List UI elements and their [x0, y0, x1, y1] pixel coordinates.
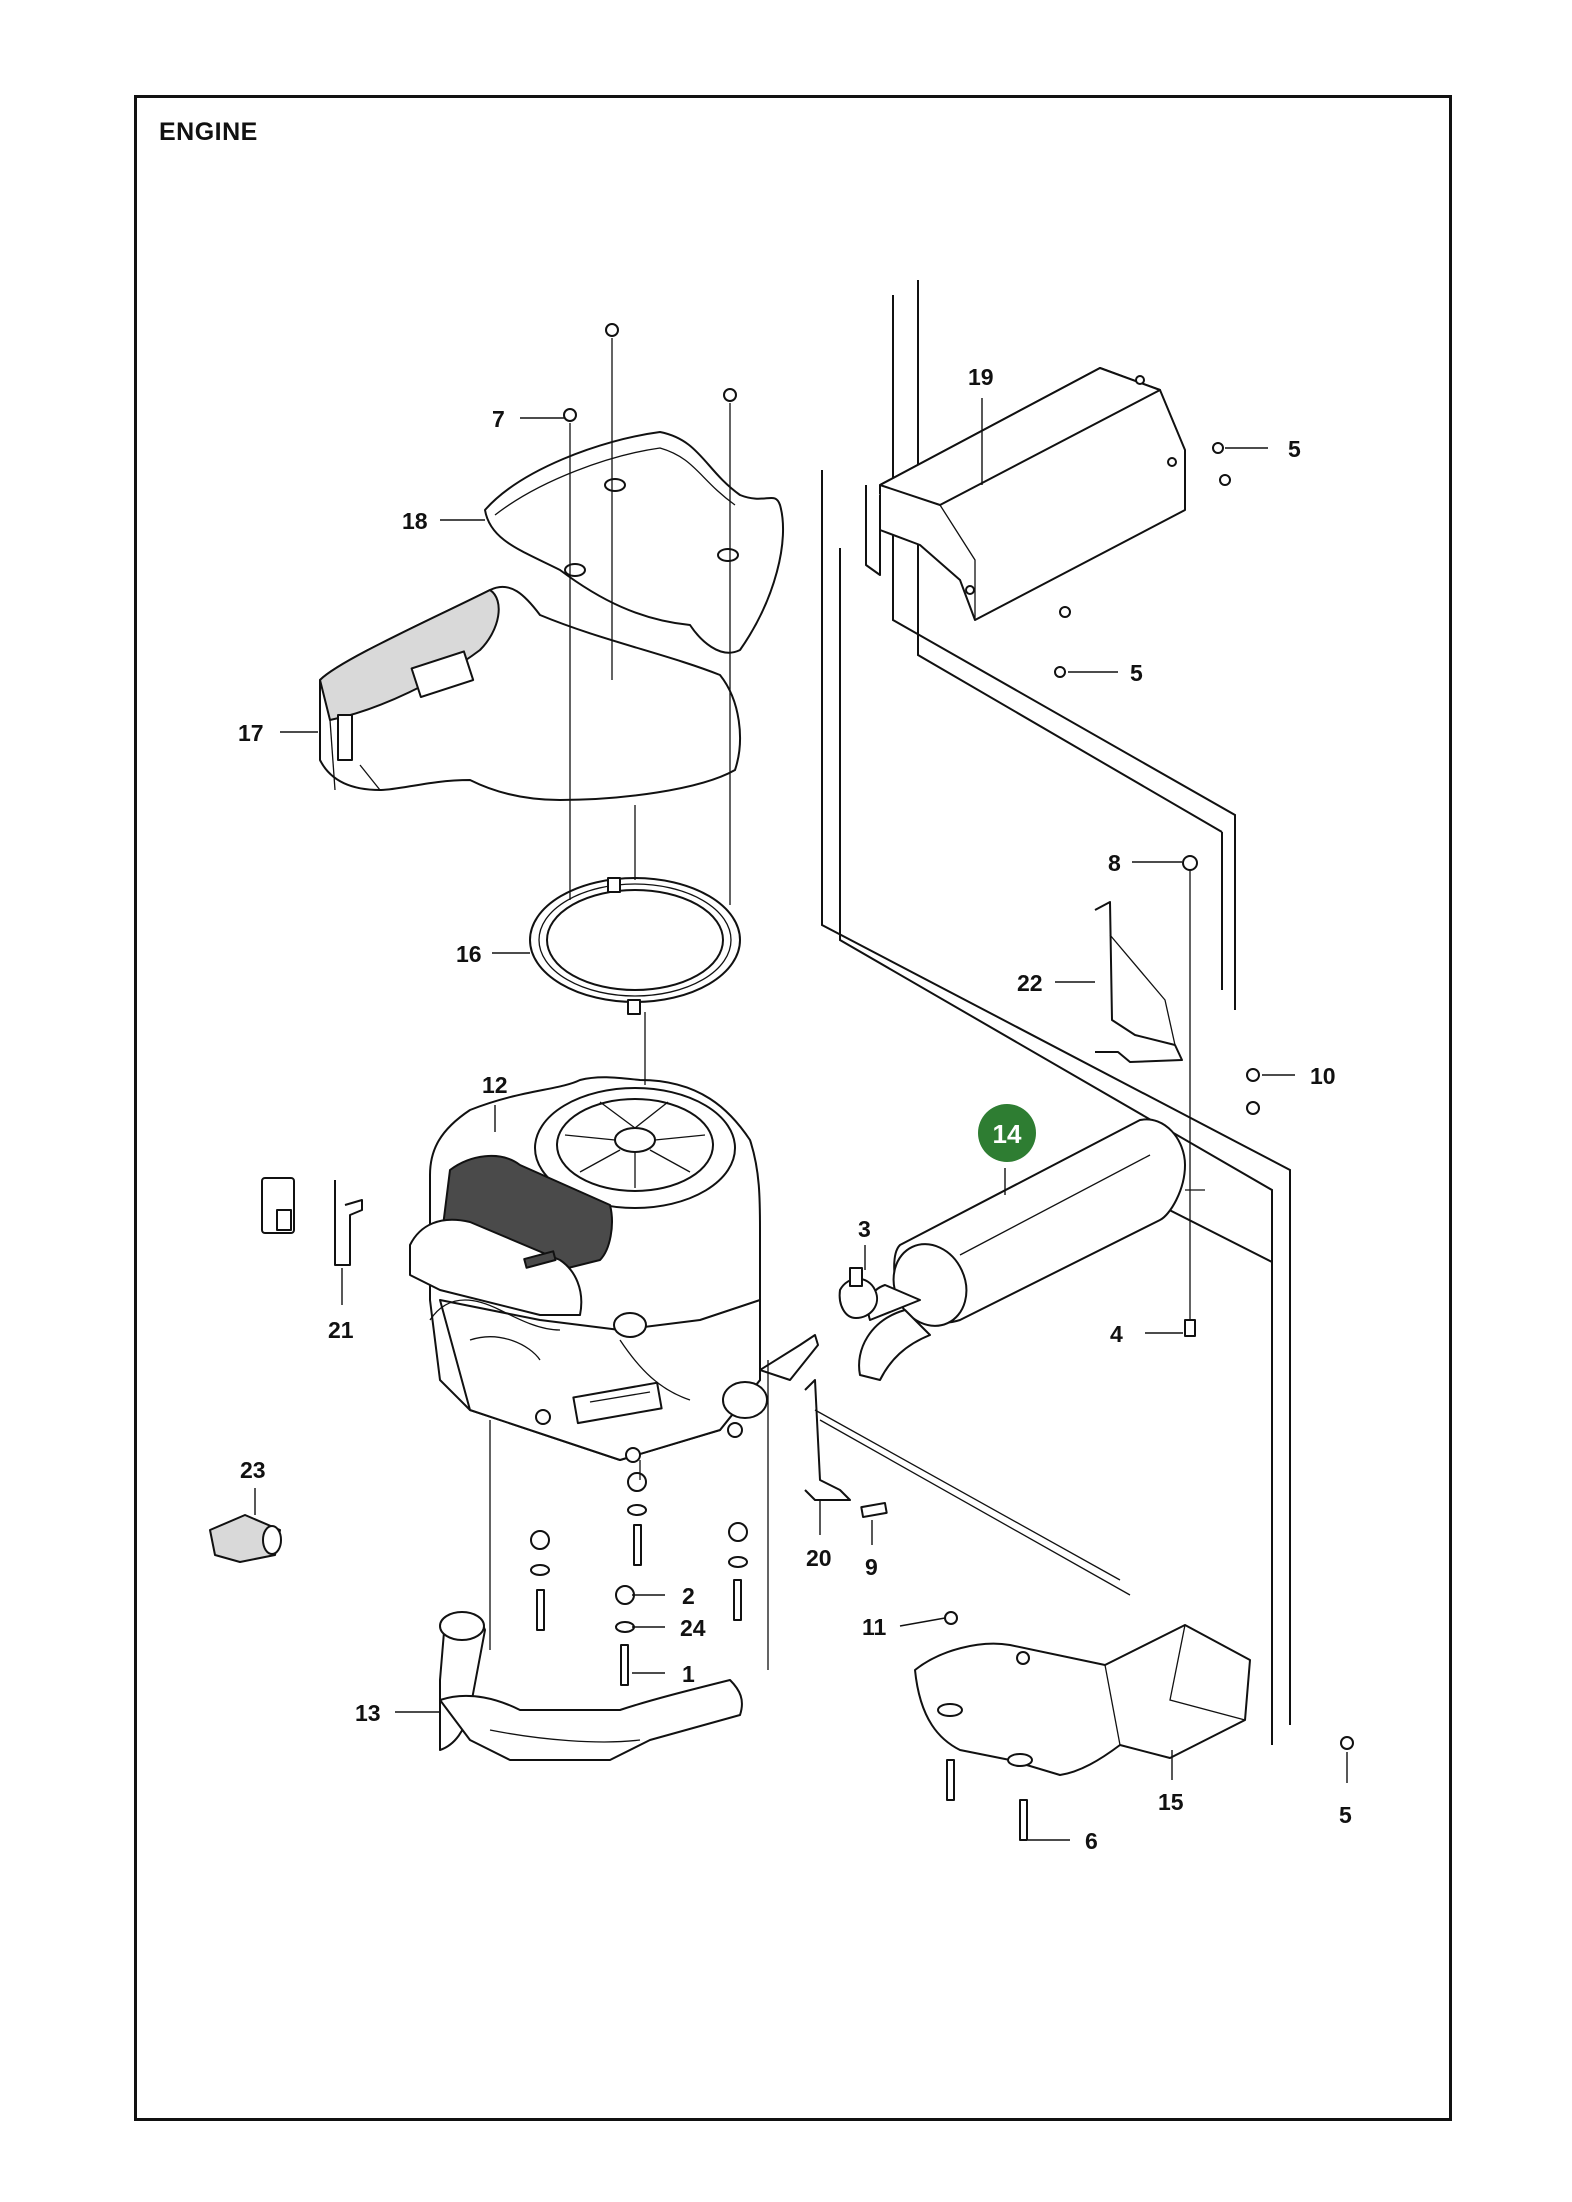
callout-24[interactable]: 24 [680, 1615, 706, 1641]
part-blower-housing [319, 585, 741, 801]
part-blower-cover-plate [484, 431, 784, 654]
diagram-frame: ENGINE [134, 95, 1452, 2121]
part-support-bracket-20 [804, 1379, 1131, 1596]
callout-11[interactable]: 11 [862, 1614, 887, 1640]
callout-18[interactable]: 18 [402, 508, 428, 534]
callout-8[interactable]: 8 [1108, 850, 1121, 876]
callout-2[interactable]: 2 [682, 1583, 695, 1609]
callout-17[interactable]: 17 [238, 720, 264, 746]
callout-5[interactable]: 5 [1130, 660, 1143, 686]
callout-23[interactable]: 23 [240, 1457, 266, 1483]
callout-1[interactable]: 1 [682, 1661, 695, 1687]
callout-16[interactable]: 16 [456, 941, 482, 967]
fasteners [530, 323, 1354, 1841]
part-bracket-21 [261, 1177, 363, 1266]
callout-15[interactable]: 15 [1158, 1789, 1184, 1815]
highlight-callout-14[interactable]: 14 [978, 1104, 1036, 1162]
diagram-title: ENGINE [159, 118, 258, 146]
callout-7[interactable]: 7 [492, 406, 505, 432]
callout-20[interactable]: 20 [806, 1545, 832, 1571]
callout-9[interactable]: 9 [865, 1554, 878, 1580]
callout-3[interactable]: 3 [858, 1216, 871, 1242]
part-muffler [858, 1118, 1205, 1381]
part-engine [409, 1076, 819, 1463]
callout-13[interactable]: 13 [355, 1700, 381, 1726]
part-bracket-22 [1094, 901, 1183, 1063]
callout-leaders [254, 398, 1348, 1841]
screws-heat-shield [1054, 442, 1231, 678]
callout-21[interactable]: 21 [328, 1317, 354, 1343]
callout-6[interactable]: 6 [1085, 1828, 1098, 1854]
highlight-label: 14 [993, 1119, 1022, 1149]
part-air-screen-ring [529, 877, 741, 1015]
fastener-stack-center [615, 1472, 647, 1686]
callout-5[interactable]: 5 [1288, 436, 1301, 462]
callout-4[interactable]: 4 [1110, 1321, 1123, 1347]
callout-10[interactable]: 10 [1310, 1063, 1336, 1089]
callout-19[interactable]: 19 [968, 364, 994, 390]
part-sensor-23 [209, 1514, 282, 1563]
assembly-outline-lines [821, 280, 1291, 1745]
part-exhaust-pipe [439, 1611, 743, 1761]
fastener-stack-left [530, 1530, 550, 1631]
callout-labels: 19 5 7 18 5 17 8 22 16 10 12 3 21 4 23 2… [238, 364, 1352, 1854]
callout-22[interactable]: 22 [1017, 970, 1043, 996]
assembly-guide-lines [489, 338, 1191, 1670]
callout-12[interactable]: 12 [482, 1072, 508, 1098]
callout-5[interactable]: 5 [1339, 1802, 1352, 1828]
highlight-circle [978, 1104, 1036, 1162]
part-heat-shield-lower [914, 1624, 1251, 1776]
part-heat-shield-upper [865, 367, 1186, 621]
fastener-stack-right [728, 1522, 748, 1621]
part-clamp [838, 1267, 878, 1319]
